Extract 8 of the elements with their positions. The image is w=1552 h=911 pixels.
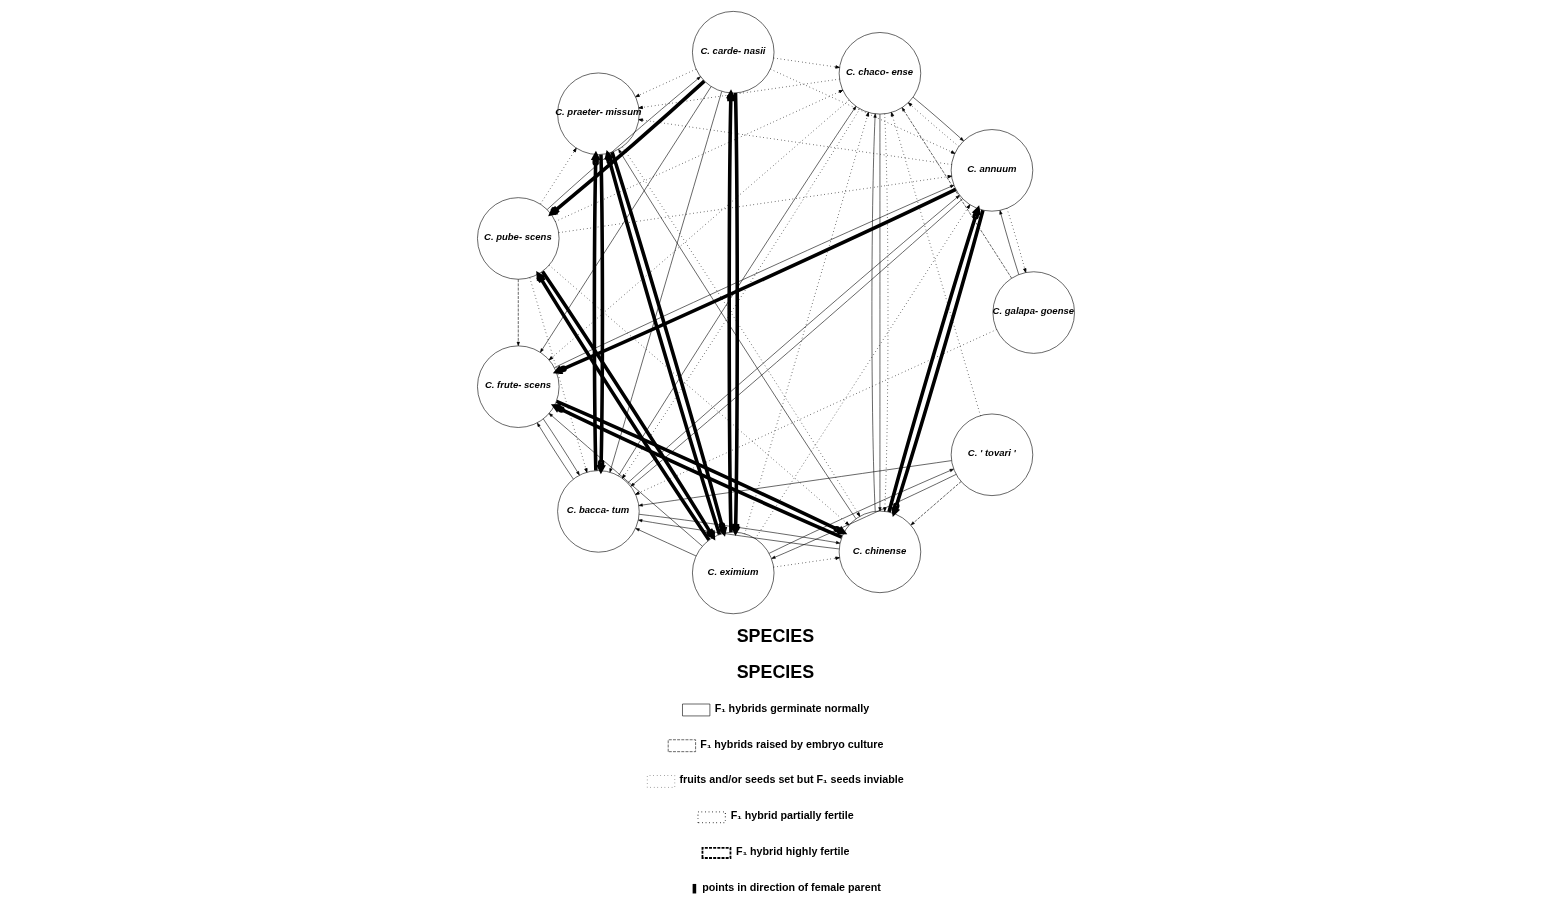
label: SPECIES xyxy=(736,661,815,682)
legend-label: F₁ hybrid highly fertile xyxy=(736,844,850,857)
legend-label: fruits and/or seeds set but F₁ seeds inviable xyxy=(679,772,904,785)
legend-label: F₁ hybrids raised by embryo culture xyxy=(700,737,884,750)
legend-label: F₁ hybrid partially fertile xyxy=(730,808,854,821)
legend-label: F₁ hybrids germinate normally xyxy=(714,701,870,714)
legend-label: points in direction of female parent xyxy=(702,880,881,893)
label: SPECIES xyxy=(736,625,815,646)
